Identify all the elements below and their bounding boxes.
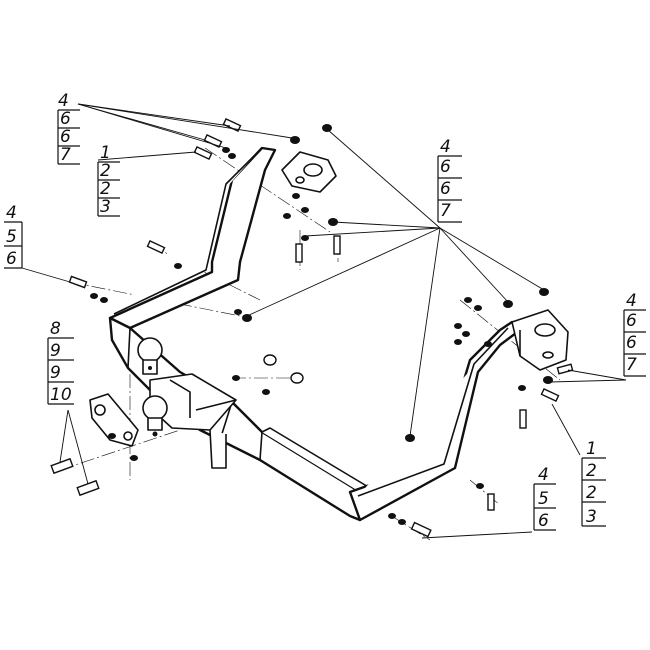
callout-label: 2 xyxy=(586,461,597,481)
frame-right-arm xyxy=(348,320,522,522)
callout-label: 6 xyxy=(538,511,549,531)
callout-r-mid: 4 6 6 7 xyxy=(623,291,646,377)
callout-label: 2 xyxy=(100,179,111,199)
callout-top-right: 4 6 6 7 xyxy=(437,137,462,223)
callout-label: 6 xyxy=(60,109,71,129)
callout-label: 8 xyxy=(50,319,61,339)
callout-label: 7 xyxy=(60,145,71,165)
hardware-bolts xyxy=(50,117,574,538)
callout-b-mid: 4 5 6 xyxy=(533,465,556,531)
callout-label: 6 xyxy=(440,157,451,177)
callout-label: 4 xyxy=(440,137,451,157)
callout-label: 1 xyxy=(100,143,111,163)
frame-left-arm xyxy=(108,146,277,330)
callout-label: 3 xyxy=(586,507,597,527)
callout-label: 2 xyxy=(100,161,111,181)
callout-label: 10 xyxy=(50,385,72,405)
callout-label: 6 xyxy=(440,179,451,199)
callout-label: 9 xyxy=(50,341,61,361)
callout-label: 4 xyxy=(538,465,549,485)
callout-label: 2 xyxy=(586,483,597,503)
callout-label: 6 xyxy=(60,127,71,147)
bracket-right xyxy=(511,309,569,371)
callout-tl-a: 4 6 6 7 xyxy=(57,91,80,165)
hardware-nuts-washers xyxy=(90,124,553,525)
callout-label: 9 xyxy=(50,363,61,383)
callout-label: 4 xyxy=(58,91,69,111)
leader-lines xyxy=(21,103,627,539)
callout-label: 4 xyxy=(626,291,637,311)
tow-ball-upper xyxy=(137,337,163,375)
bracket-top xyxy=(281,151,337,193)
callout-l-mid: 4 5 6 xyxy=(4,203,23,269)
callout-tl-b: 1 2 2 3 xyxy=(97,143,120,217)
socket-plate xyxy=(89,393,139,447)
callout-label: 5 xyxy=(6,227,17,247)
callout-label: 7 xyxy=(440,201,451,221)
callout-label: 6 xyxy=(626,333,637,353)
tow-ball-lower xyxy=(142,395,168,437)
callout-l-bot: 8 9 9 10 xyxy=(47,319,74,405)
callout-label: 7 xyxy=(626,355,637,375)
callout-label: 6 xyxy=(6,249,17,269)
callout-label: 6 xyxy=(626,311,637,331)
callout-label: 1 xyxy=(586,439,597,459)
callout-label: 5 xyxy=(538,489,549,509)
callout-r-bot: 1 2 2 3 xyxy=(581,439,606,527)
callout-label: 4 xyxy=(6,203,17,223)
callout-label: 3 xyxy=(100,197,111,217)
